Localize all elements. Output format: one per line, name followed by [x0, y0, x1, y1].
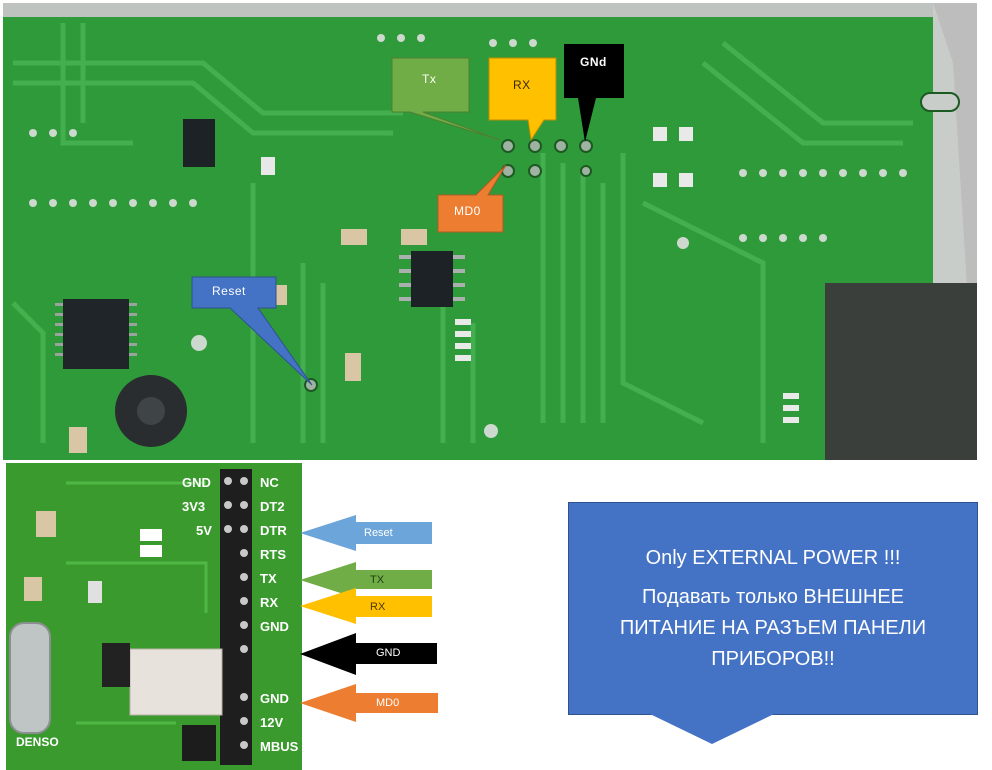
pin-label-gnd-2: GND — [260, 691, 289, 706]
rx-arrow-shape — [300, 588, 432, 624]
gnd-arrow-shape — [300, 633, 437, 675]
pin-label-dt2: DT2 — [260, 499, 285, 514]
reset-callout-shape — [191, 276, 313, 386]
notice-body: Only EXTERNAL POWER !!! Подавать только … — [568, 502, 978, 715]
pin-label-nc: NC — [260, 475, 279, 490]
reset-arrow-label: Reset — [364, 527, 393, 539]
connector-board-artwork — [6, 463, 310, 770]
md0-callout-shape — [437, 164, 507, 233]
rx-arrow-label: RX — [370, 601, 386, 613]
external-power-notice: Only EXTERNAL POWER !!! Подавать только … — [568, 502, 978, 744]
pin-label-gnd-1: GND — [260, 619, 289, 634]
md0-arrow-shape — [300, 684, 438, 722]
notice-english-text: Only EXTERNAL POWER !!! — [645, 546, 901, 569]
board-marking-denso: DENSO — [16, 735, 59, 749]
gnd-arrow-label: GND — [376, 647, 401, 659]
top-callouts-layer — [191, 44, 624, 386]
rx-callout-shape — [488, 57, 557, 142]
rx-callout-label: RX — [513, 78, 531, 92]
tx-callout-shape — [391, 57, 501, 141]
pin-label-rts: RTS — [260, 547, 286, 562]
gnd-callout-label: GNd — [580, 55, 607, 69]
notice-callout-tail — [650, 714, 774, 744]
md0-callout-label: MD0 — [454, 204, 481, 218]
pin-label-mbus: MBUS — [260, 739, 299, 754]
pin-label-5v: 5V — [196, 523, 212, 538]
gnd-callout-shape — [564, 44, 624, 142]
pcb-photo-bottom: GND NC 3V3 DT2 5V DTR RTS TX RX GND GND … — [6, 463, 310, 770]
pin-label-dtr: DTR — [260, 523, 287, 538]
pin-label-tx: TX — [260, 571, 277, 586]
tx-callout-label: Tx — [422, 72, 437, 86]
pin-label-rx: RX — [260, 595, 279, 610]
tx-arrow-label: TX — [370, 574, 385, 586]
md0-arrow-label: MD0 — [376, 697, 400, 709]
pin-label-12v: 12V — [260, 715, 284, 730]
reset-callout-label: Reset — [212, 284, 246, 298]
pin-label-3v3: 3V3 — [182, 499, 206, 514]
notice-russian-text: Подавать только ВНЕШНЕЕ ПИТАНИЕ НА РАЗЪЕ… — [619, 585, 927, 670]
pin-label-gnd-top: GND — [182, 475, 211, 490]
tx-arrow-shape — [300, 562, 432, 598]
